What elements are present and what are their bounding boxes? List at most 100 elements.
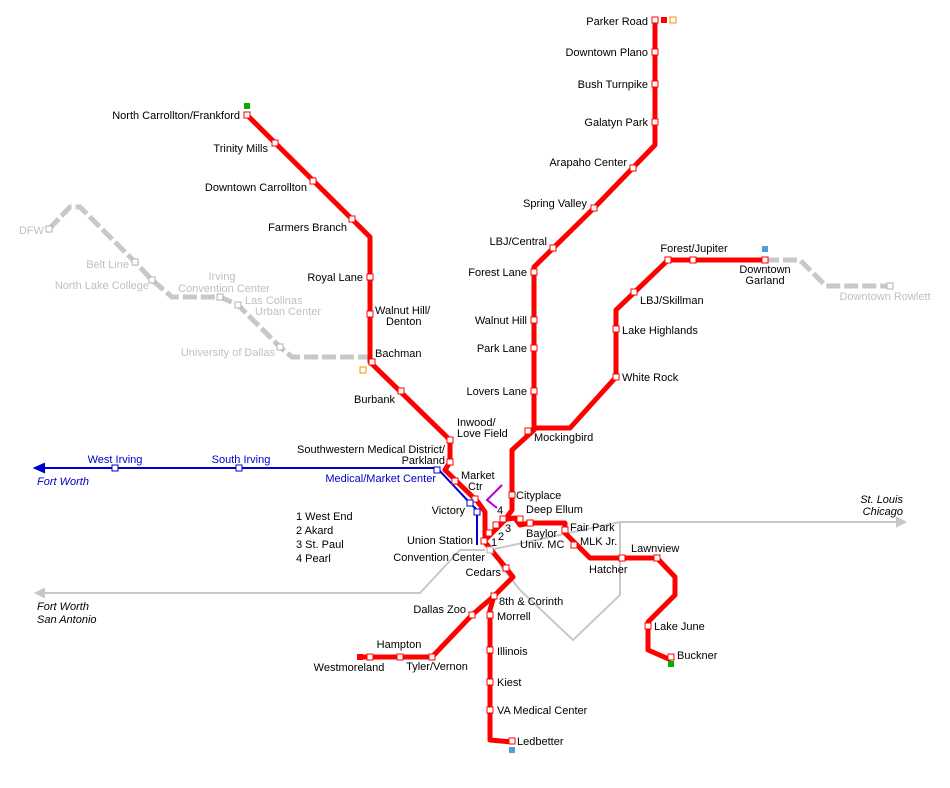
future-station-marker[interactable] <box>486 546 494 554</box>
station-marker[interactable] <box>524 427 532 435</box>
station-label[interactable]: Lake June <box>654 621 705 633</box>
station-label[interactable]: Forest Lane <box>468 267 527 279</box>
station-label[interactable]: Cityplace <box>516 490 561 502</box>
station-label[interactable]: Deep Ellum <box>526 504 583 516</box>
station-marker[interactable] <box>366 653 374 661</box>
station-label[interactable]: Tyler/Vernon <box>406 661 468 673</box>
station-marker[interactable] <box>468 611 476 619</box>
station-label[interactable]: Morrell <box>497 611 531 623</box>
station-label[interactable]: Downtown Rowlett <box>839 291 930 303</box>
tre-station-marker[interactable] <box>111 464 119 472</box>
station-label[interactable]: Arapaho Center <box>549 157 627 169</box>
station-label[interactable]: University of Dallas <box>181 347 276 359</box>
station-label[interactable]: Ledbetter <box>517 736 564 748</box>
station-marker[interactable] <box>590 204 598 212</box>
station-marker[interactable] <box>397 387 405 395</box>
station-label[interactable]: South Irving <box>212 454 271 466</box>
future-station-marker[interactable] <box>216 293 224 301</box>
station-marker[interactable] <box>570 541 578 549</box>
station-label[interactable]: DFW <box>19 225 45 237</box>
station-marker[interactable] <box>508 491 516 499</box>
station-label[interactable]: Walnut Hill <box>475 315 527 327</box>
station-marker[interactable] <box>486 646 494 654</box>
station-label[interactable]: Irving <box>209 271 236 283</box>
station-label[interactable]: Denton <box>386 316 421 328</box>
station-label[interactable]: North Lake College <box>55 280 149 292</box>
station-label[interactable]: Downtown Plano <box>565 47 648 59</box>
station-label[interactable]: Las Colinas <box>245 295 303 307</box>
station-label[interactable]: Lake Highlands <box>622 325 698 337</box>
station-label[interactable]: Love Field <box>457 428 508 440</box>
station-label[interactable]: Bush Turnpike <box>578 79 648 91</box>
station-label[interactable]: Parkland <box>402 455 445 467</box>
station-marker[interactable] <box>486 678 494 686</box>
station-marker[interactable] <box>630 288 638 296</box>
station-marker[interactable] <box>651 118 659 126</box>
station-label[interactable]: Spring Valley <box>523 198 587 210</box>
tre-station-marker[interactable] <box>473 508 481 516</box>
station-marker[interactable] <box>486 611 494 619</box>
station-marker[interactable] <box>446 436 454 444</box>
station-label[interactable]: Univ. MC <box>520 539 564 551</box>
station-marker[interactable] <box>502 564 510 572</box>
station-marker[interactable] <box>651 80 659 88</box>
station-label[interactable]: Royal Lane <box>307 272 363 284</box>
station-label[interactable]: Victory <box>432 505 466 517</box>
station-marker[interactable] <box>530 316 538 324</box>
station-label[interactable]: VA Medical Center <box>497 705 588 717</box>
station-marker[interactable] <box>689 256 697 264</box>
station-label[interactable]: Cedars <box>466 567 502 579</box>
station-label[interactable]: White Rock <box>622 372 679 384</box>
station-label[interactable]: Garland <box>745 275 784 287</box>
station-marker[interactable] <box>612 373 620 381</box>
station-label[interactable]: Ctr <box>468 481 483 493</box>
station-marker[interactable] <box>243 111 251 119</box>
station-label[interactable]: Downtown <box>739 264 790 276</box>
future-station-marker[interactable] <box>276 343 284 351</box>
station-label[interactable]: Hampton <box>377 639 422 651</box>
station-label[interactable]: Lovers Lane <box>466 386 527 398</box>
station-label[interactable]: Bachman <box>375 348 421 360</box>
station-label[interactable]: Burbank <box>354 394 395 406</box>
station-label[interactable]: LBJ/Skillman <box>640 295 704 307</box>
station-label[interactable]: Illinois <box>497 646 528 658</box>
station-marker[interactable] <box>761 256 769 264</box>
station-marker[interactable] <box>664 256 672 264</box>
station-label[interactable]: Mockingbird <box>534 432 593 444</box>
station-label[interactable]: Urban Center <box>255 306 321 318</box>
future-station-marker[interactable] <box>886 282 894 290</box>
station-label[interactable]: Walnut Hill/ <box>375 305 431 317</box>
station-label[interactable]: 8th & Corinth <box>499 596 563 608</box>
station-marker[interactable] <box>530 344 538 352</box>
station-label[interactable]: Farmers Branch <box>268 222 347 234</box>
station-marker[interactable] <box>485 529 493 537</box>
station-marker[interactable] <box>471 495 479 503</box>
station-label[interactable]: Convention Center <box>178 283 270 295</box>
station-marker[interactable] <box>629 164 637 172</box>
station-marker[interactable] <box>486 706 494 714</box>
station-label[interactable]: Buckner <box>677 650 718 662</box>
station-label[interactable]: Dallas Zoo <box>413 604 466 616</box>
station-marker[interactable] <box>499 515 507 523</box>
station-marker[interactable] <box>516 515 524 523</box>
station-marker[interactable] <box>653 554 661 562</box>
station-marker[interactable] <box>366 273 374 281</box>
station-label[interactable]: Hatcher <box>589 564 628 576</box>
station-marker[interactable] <box>618 554 626 562</box>
station-label[interactable]: Market <box>461 470 495 482</box>
station-marker[interactable] <box>451 477 459 485</box>
station-marker[interactable] <box>651 48 659 56</box>
station-marker[interactable] <box>651 16 659 24</box>
station-marker[interactable] <box>549 244 557 252</box>
station-marker[interactable] <box>366 310 374 318</box>
tre-station-marker[interactable] <box>466 499 474 507</box>
station-marker[interactable] <box>368 358 376 366</box>
station-marker[interactable] <box>644 622 652 630</box>
station-label[interactable]: Westmoreland <box>314 662 385 674</box>
station-label[interactable]: Medical/Market Center <box>325 473 436 485</box>
station-marker[interactable] <box>561 526 569 534</box>
future-station-marker[interactable] <box>148 276 156 284</box>
station-label[interactable]: Galatyn Park <box>584 117 648 129</box>
station-marker[interactable] <box>271 139 279 147</box>
station-marker[interactable] <box>396 653 404 661</box>
